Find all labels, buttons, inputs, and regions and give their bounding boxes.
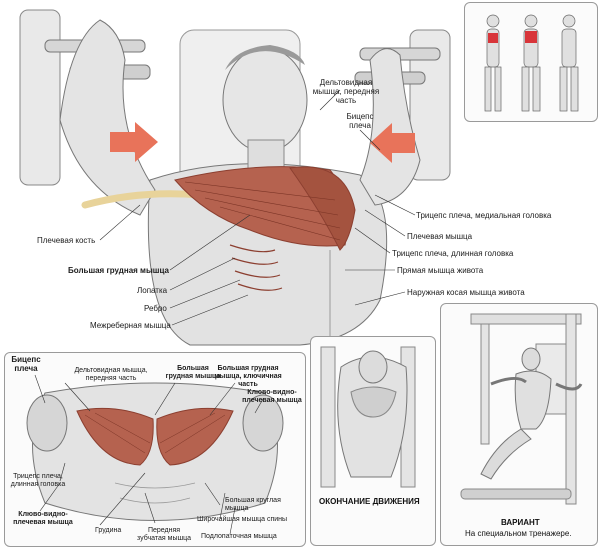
- inset-label-triceps-long: Трицепс плеча, длинная головка: [10, 473, 66, 488]
- label-pectoralis-major: Большая грудная мышца: [68, 266, 169, 275]
- inset-label-sternum: Грудина: [95, 527, 122, 534]
- inset-label-biceps: Бицепс плеча: [11, 355, 41, 373]
- label-deltoid-front: Дельтовидная мышца, передняя часть: [312, 78, 380, 105]
- label-intercostal: Межреберная мышца: [90, 321, 171, 330]
- variant-title: ВАРИАНТ: [501, 518, 540, 527]
- inset-label-pectoralis-major: Большая грудная мышца: [165, 365, 221, 380]
- label-rib: Ребро: [144, 304, 167, 313]
- end-of-movement-panel: ОКОНЧАНИЕ ДВИЖЕНИЯ: [310, 336, 436, 546]
- inset-label-latissimus: Широчайшая мышца спины: [197, 516, 288, 523]
- label-rectus-abdominis: Прямая мышца живота: [397, 266, 484, 275]
- end-of-movement-caption: ОКОНЧАНИЕ ДВИЖЕНИЯ: [319, 497, 420, 506]
- variant-panel: ВАРИАНТ На специальном тренажере.: [440, 303, 598, 546]
- inset-label-coracobrachialis-right: Клюво-видно-плечевая мышца: [242, 389, 302, 404]
- front-back-figure-panel: [464, 2, 598, 122]
- variant-machine-illustration: [460, 313, 583, 505]
- inset-label-teres-major: Большая круглая мышца: [225, 497, 281, 512]
- label-brachialis: Плечевая мышца: [407, 232, 473, 241]
- variant-subtitle: На специальном тренажере.: [465, 529, 572, 538]
- label-external-oblique: Наружная косая мышца живота: [407, 288, 525, 297]
- chest-detail-panel: Бицепс плеча Дельтовидная мышца, передня…: [4, 352, 306, 547]
- label-triceps-long: Трицепс плеча, длинная головка: [392, 249, 514, 258]
- label-humerus: Плечевая кость: [37, 236, 96, 245]
- inset-label-pectoralis-clavicular: Большая грудная мышца, ключичная часть: [214, 365, 282, 388]
- inset-label-serratus: Передняя зубчатая мышца: [137, 527, 191, 542]
- label-biceps: Бицепс плеча: [346, 112, 374, 130]
- label-triceps-medial: Трицепс плеча, медиальная головка: [416, 211, 552, 220]
- chest-detail-illustration: [26, 374, 284, 535]
- inset-label-deltoid-front: Дельтовидная мышца, передняя часть: [74, 367, 148, 382]
- inset-label-coracobrachialis-left: Клюво-видно-плечевая мышца: [13, 511, 73, 526]
- label-scapula: Лопатка: [137, 286, 168, 295]
- front-back-figures: [484, 14, 579, 112]
- inset-label-subscapularis: Подлопаточная мышца: [201, 533, 277, 540]
- end-of-movement-illustration: [320, 346, 416, 488]
